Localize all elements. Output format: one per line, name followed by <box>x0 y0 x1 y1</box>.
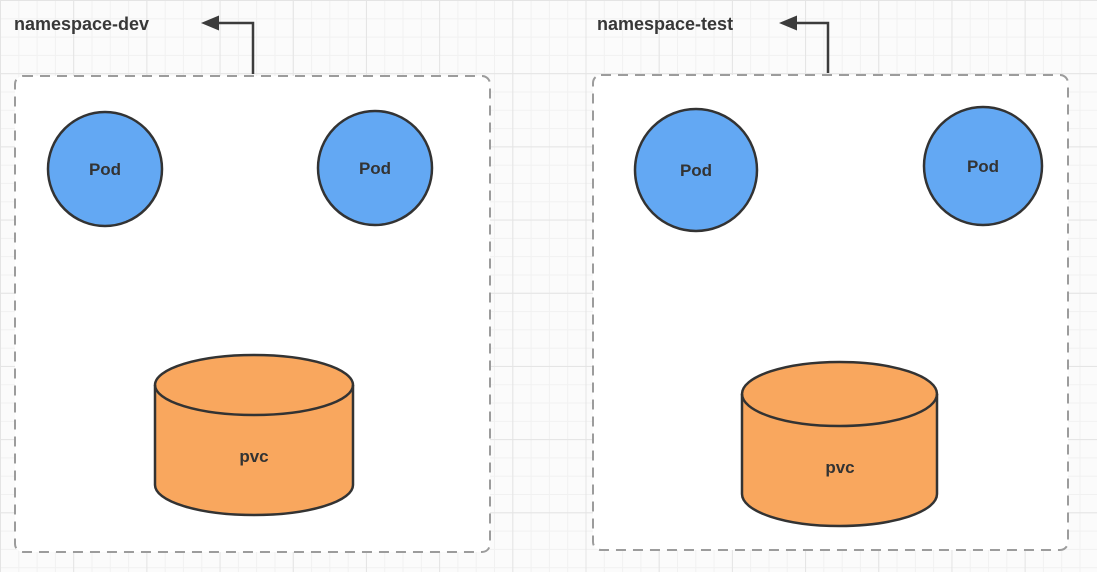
namespace-dev-arrowhead-icon <box>201 15 219 31</box>
pod-node <box>922 105 1044 227</box>
pod-node <box>633 107 759 233</box>
namespace-test-arrow-connector <box>795 21 830 73</box>
pvc-label: pvc <box>825 458 854 477</box>
pod-label: Pod <box>680 161 712 180</box>
namespace-dev-group: namespace-dev Pod Pod pvc <box>14 14 491 553</box>
pvc-cylinder-rim <box>740 393 939 428</box>
namespace-test-group: namespace-test Pod Pod pvc <box>592 14 1069 551</box>
pvc-cylinder-rim <box>153 384 355 417</box>
pod-label: Pod <box>967 157 999 176</box>
pvc-cylinder <box>740 360 939 528</box>
namespace-test-label: namespace-test <box>597 14 733 34</box>
pod-node <box>316 109 434 227</box>
namespace-dev-label: namespace-dev <box>14 14 149 34</box>
pvc-cylinder <box>153 353 355 517</box>
namespace-test-arrowhead-icon <box>779 15 797 31</box>
namespace-dev-arrow-connector <box>217 21 255 74</box>
pod-label: Pod <box>359 159 391 178</box>
pod-label: Pod <box>89 160 121 179</box>
pvc-label: pvc <box>239 447 268 466</box>
pod-node <box>46 110 164 228</box>
